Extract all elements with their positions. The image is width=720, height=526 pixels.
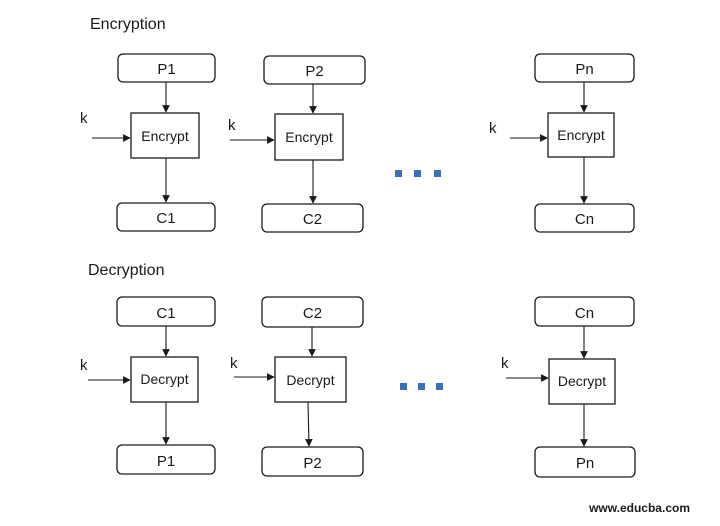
dec-column-2: C2 Decrypt k P2: [230, 296, 364, 477]
enc-key-label-2: k: [228, 117, 236, 134]
enc-op-box-1: [130, 112, 200, 159]
enc-ellipsis-dot-1: [395, 170, 402, 177]
dec-column-1: C1 Decrypt k P1: [80, 296, 216, 475]
dec-op-box-1: [130, 356, 199, 403]
dec-key-label-1: k: [80, 357, 88, 374]
enc-op-box-n: [547, 112, 615, 158]
dec-key-label-n: k: [501, 355, 509, 372]
enc-output-n: Cn: [575, 211, 594, 228]
dec-op-n: Decrypt: [558, 373, 606, 389]
enc-input-1: P1: [157, 61, 175, 78]
dec-op-2: Decrypt: [286, 372, 334, 388]
enc-ellipsis-dot-2: [414, 170, 421, 177]
enc-output-box-n: [534, 203, 635, 233]
enc-output-box-2: [261, 203, 364, 233]
encryption-title: Encryption: [90, 16, 166, 33]
dec-key-label-2: k: [230, 355, 238, 372]
decryption-title: Decryption: [88, 262, 164, 279]
enc-op-box-2: [274, 113, 344, 161]
dec-op-box-2: [274, 356, 347, 403]
dec-arrow-out-2: [304, 401, 313, 447]
enc-ellipsis: [395, 170, 441, 177]
dec-ellipsis-dot-1: [400, 383, 407, 390]
dec-output-box-1: [116, 444, 216, 475]
dec-output-box-n: [534, 446, 636, 478]
enc-output-box-1: [116, 202, 216, 232]
enc-input-box-2: [263, 55, 366, 85]
dec-op-1: Decrypt: [140, 371, 188, 387]
enc-key-label-1: k: [80, 110, 88, 127]
dec-output-2: P2: [303, 455, 321, 472]
dec-ellipsis-dot-3: [436, 383, 443, 390]
dec-output-n: Pn: [576, 455, 594, 472]
enc-input-n: Pn: [575, 61, 593, 78]
enc-op-1: Encrypt: [141, 128, 189, 144]
dec-ellipsis: [400, 383, 443, 390]
enc-op-2: Encrypt: [285, 129, 333, 145]
dec-output-1: P1: [157, 453, 175, 470]
enc-key-label-n: k: [489, 120, 497, 137]
enc-op-n: Encrypt: [557, 127, 605, 143]
enc-input-2: P2: [305, 63, 323, 80]
enc-output-1: C1: [156, 210, 175, 227]
watermark: www.educba.com: [588, 501, 690, 515]
enc-output-2: C2: [303, 211, 322, 228]
dec-input-n: Cn: [575, 305, 594, 322]
dec-ellipsis-dot-2: [418, 383, 425, 390]
dec-input-2: C2: [303, 305, 322, 322]
enc-ellipsis-dot-3: [434, 170, 441, 177]
dec-op-box-n: [548, 358, 616, 405]
dec-column-n: Cn Decrypt k Pn: [501, 296, 636, 478]
enc-column-1: P1 Encrypt k C1: [80, 53, 216, 232]
dec-output-box-2: [261, 446, 364, 477]
dec-input-1: C1: [156, 305, 175, 322]
enc-column-n: Pn Encrypt k Cn: [489, 53, 635, 233]
enc-column-2: P2 Encrypt k C2: [228, 55, 366, 233]
